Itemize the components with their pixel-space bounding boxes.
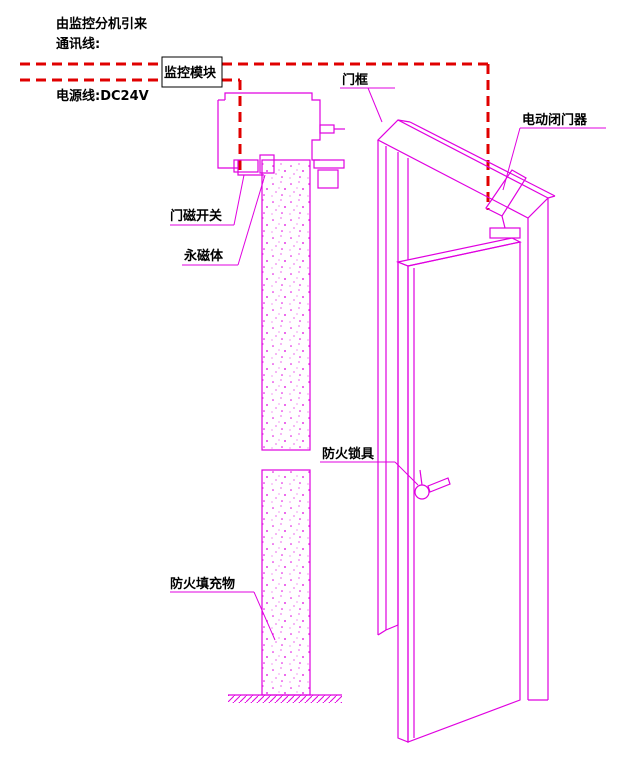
door-magnetic-switch — [233, 159, 259, 173]
wall-section-upper — [261, 159, 311, 451]
wall-section-lower — [261, 469, 311, 696]
label-fire-lock: 防火锁具 — [322, 446, 374, 462]
comm-wire — [20, 62, 490, 210]
monitor-module-box — [161, 56, 223, 88]
leader-lines — [170, 87, 606, 641]
door-frame — [376, 119, 556, 701]
label-door-magnetic-switch: 门磁开关 — [170, 208, 222, 224]
power-wire — [20, 78, 242, 170]
label-monitor-module: 监控模块 — [164, 65, 217, 81]
label-fire-filler: 防火填充物 — [170, 576, 235, 592]
fire-lock — [414, 469, 451, 500]
floor-hatch — [228, 695, 342, 703]
label-door-frame: 门框 — [342, 72, 368, 88]
wall-lintel — [217, 92, 345, 189]
label-source-line1: 由监控分机引来 — [56, 16, 148, 32]
label-source-line2: 通讯线: — [56, 36, 100, 52]
door-leaf — [395, 237, 522, 743]
label-permanent-magnet: 永磁体 — [183, 248, 224, 264]
electric-door-closer — [485, 169, 527, 239]
label-electric-closer: 电动闭门器 — [522, 112, 588, 128]
label-power-line: 电源线:DC24V — [56, 88, 149, 104]
